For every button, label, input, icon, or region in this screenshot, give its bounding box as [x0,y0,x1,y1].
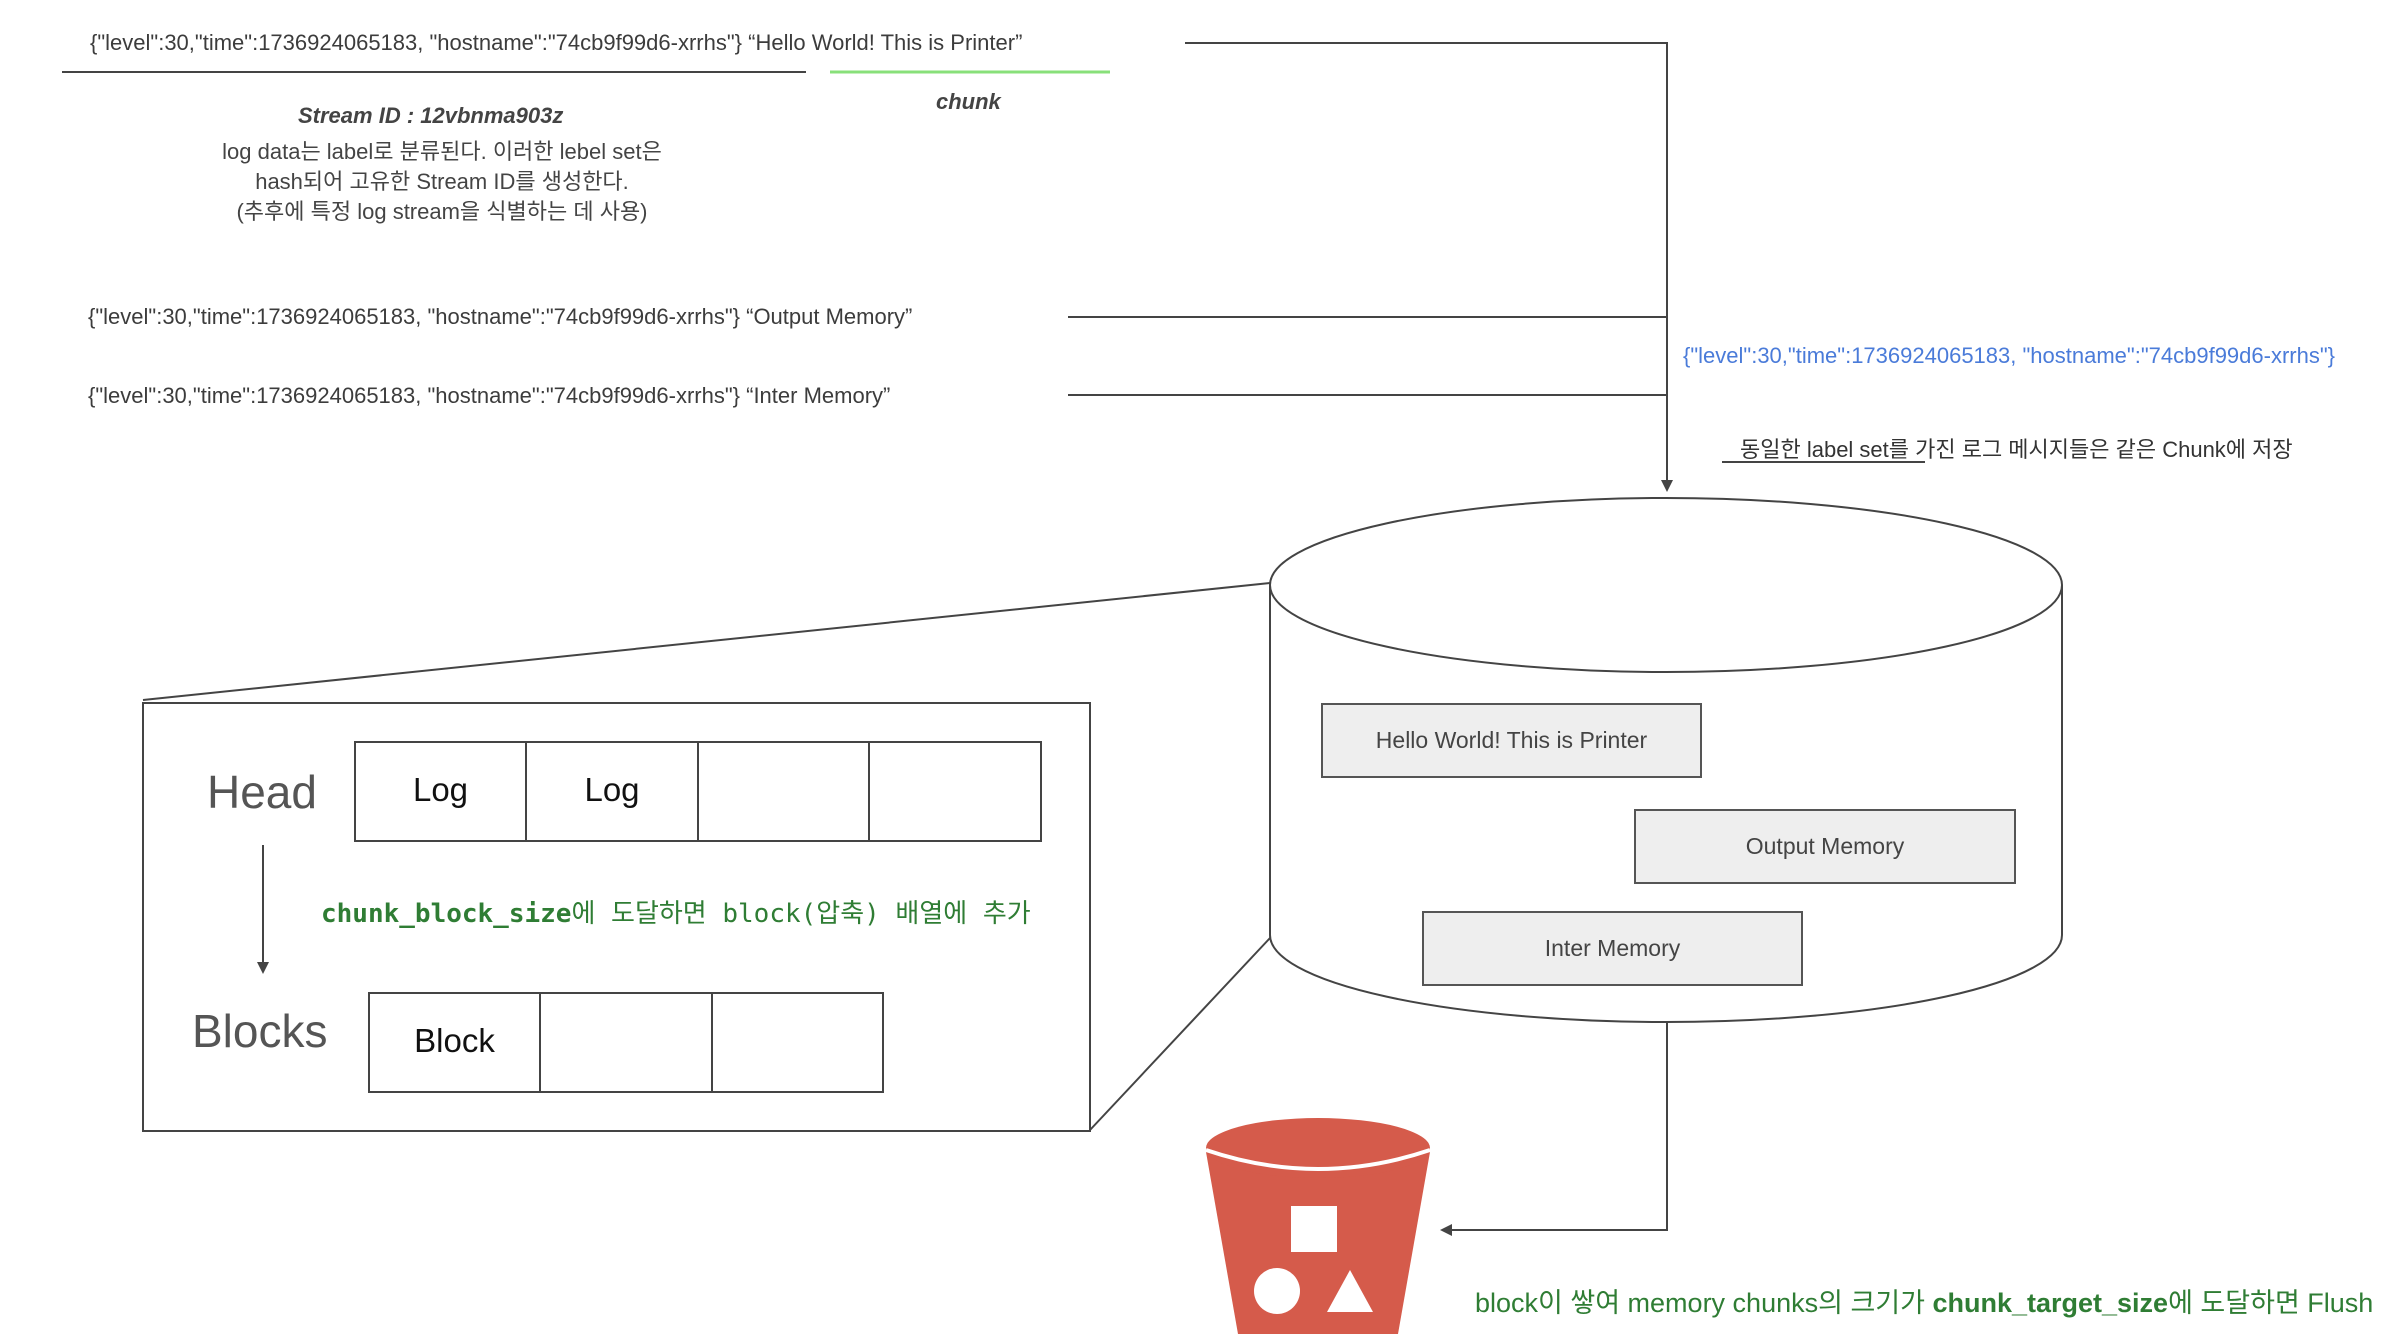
head-cells [354,741,1042,842]
block-cell: Block [414,1022,495,1059]
head-label: Head [207,766,317,818]
flush-note: block이 쌓여 memory chunks의 크기가 chunk_targe… [1475,1281,2373,1320]
chunk-detail-box [142,702,1091,1132]
block-size-note: chunk_block_size에 도달하면 block(압축) 배열에 추가 [321,893,1031,930]
stream-description-line: (추후에 특정 log stream을 식별하는 데 사용) [236,199,648,224]
chunk-message-box: Inter Memory [1422,911,1803,986]
flush-note-text: block이 쌓여 memory chunks의 크기가 [1475,1288,1933,1318]
triangle-icon [1327,1270,1373,1312]
output-memory-log-line: {"level":30,"time":1736924065183, "hostn… [88,304,913,329]
bucket-icon [1205,1118,1431,1334]
flush-arrow [1440,1022,1668,1236]
top-log-line: {"level":30,"time":1736924065183, "hostn… [90,30,1022,56]
inter-memory-log-line: {"level":30,"time":1736924065183, "hostn… [88,383,891,408]
block-size-note-text: 에 도달하면 block(압축) 배열에 추가 [571,899,1031,929]
stream-id-label: Stream ID : 12vbnma903z [298,103,564,128]
square-icon [1291,1206,1337,1252]
block-cells [368,992,884,1093]
blocks-label: Blocks [192,1005,328,1057]
chunk-message-box: Output Memory [1634,809,2016,884]
top-log-label-set: {"level":30,"time":1736924065183, "hostn… [90,30,743,55]
head-cell: Log [412,771,469,808]
head-cell: Log [584,771,640,808]
zoom-line-bottom [1089,937,1271,1131]
main-arrow [1185,42,1673,492]
flush-note-text-end: 에 도달하면 Flush [2168,1288,2374,1318]
same-label-note: 동일한 label set를 가진 로그 메시지들은 같은 Chunk에 저장 [1740,437,2293,462]
chunk-message-box: Hello World! This is Printer [1321,703,1702,778]
stream-description: log data는 label로 분류된다. 이러한 lebel set은 ha… [182,137,702,227]
flush-target-param: chunk_target_size [1932,1288,2169,1318]
stream-description-line: hash되어 고유한 Stream ID를 생성한다. [255,169,629,194]
zoom-line-top [142,582,1271,701]
chunk-label: chunk [936,89,1001,114]
stream-description-line: log data는 label로 분류된다. 이러한 lebel set은 [222,139,662,164]
top-log-message: “Hello World! This is Printer” [748,30,1023,55]
circle-icon [1254,1268,1300,1314]
block-size-param: chunk_block_size [321,899,572,929]
label-set-text: {"level":30,"time":1736924065183, "hostn… [1683,343,2336,368]
